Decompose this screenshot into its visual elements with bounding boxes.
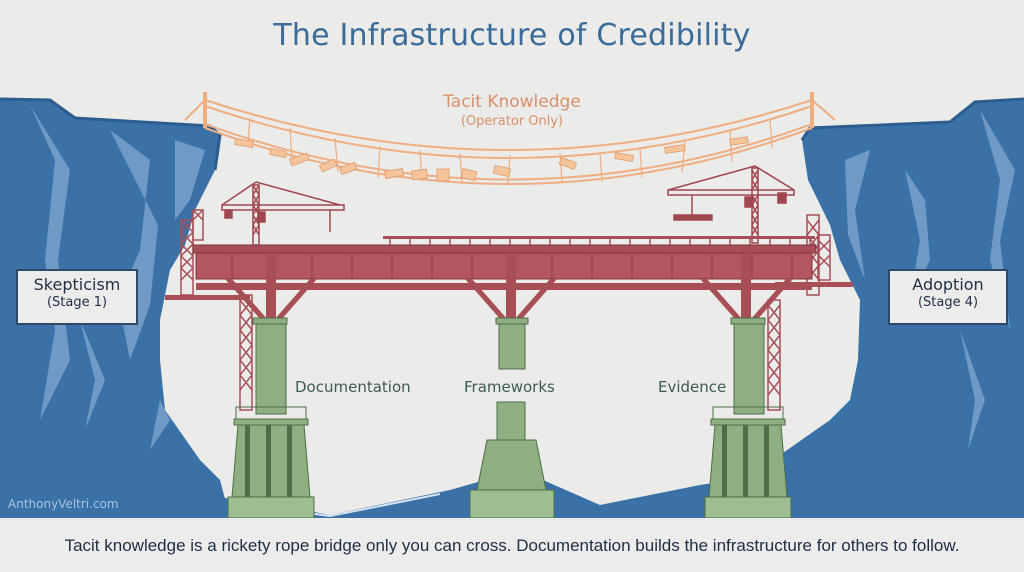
stage-box-adoption: Adoption (Stage 4) bbox=[888, 269, 1008, 325]
crane-right bbox=[667, 165, 795, 244]
pillar-label-frameworks: Frameworks bbox=[464, 378, 555, 396]
page-title: The Infrastructure of Credibility bbox=[273, 18, 751, 53]
stage-box-skepticism: Skepticism (Stage 1) bbox=[16, 269, 138, 325]
rope-bridge bbox=[184, 92, 836, 185]
steel-girder bbox=[192, 236, 817, 323]
stage-label: Skepticism bbox=[33, 275, 121, 294]
pillar-label-documentation: Documentation bbox=[295, 378, 411, 396]
stage-number: (Stage 4) bbox=[917, 295, 979, 310]
pillar-frameworks bbox=[469, 317, 555, 519]
watermark: AnthonyVeltri.com bbox=[8, 497, 119, 511]
stage-number: (Stage 1) bbox=[46, 295, 108, 310]
pillar-label-evidence: Evidence bbox=[658, 378, 727, 396]
rope-planks bbox=[234, 136, 749, 182]
tacit-knowledge-label: Tacit Knowledge bbox=[443, 92, 581, 112]
caption: Tacit knowledge is a rickety rope bridge… bbox=[64, 536, 960, 555]
stage-label: Adoption bbox=[912, 275, 984, 294]
crane-left bbox=[221, 181, 345, 246]
pillar-documentation bbox=[227, 317, 315, 519]
pillar-evidence bbox=[704, 317, 792, 519]
operator-only-label: (Operator Only) bbox=[460, 114, 564, 129]
caption-bar bbox=[0, 518, 1024, 572]
